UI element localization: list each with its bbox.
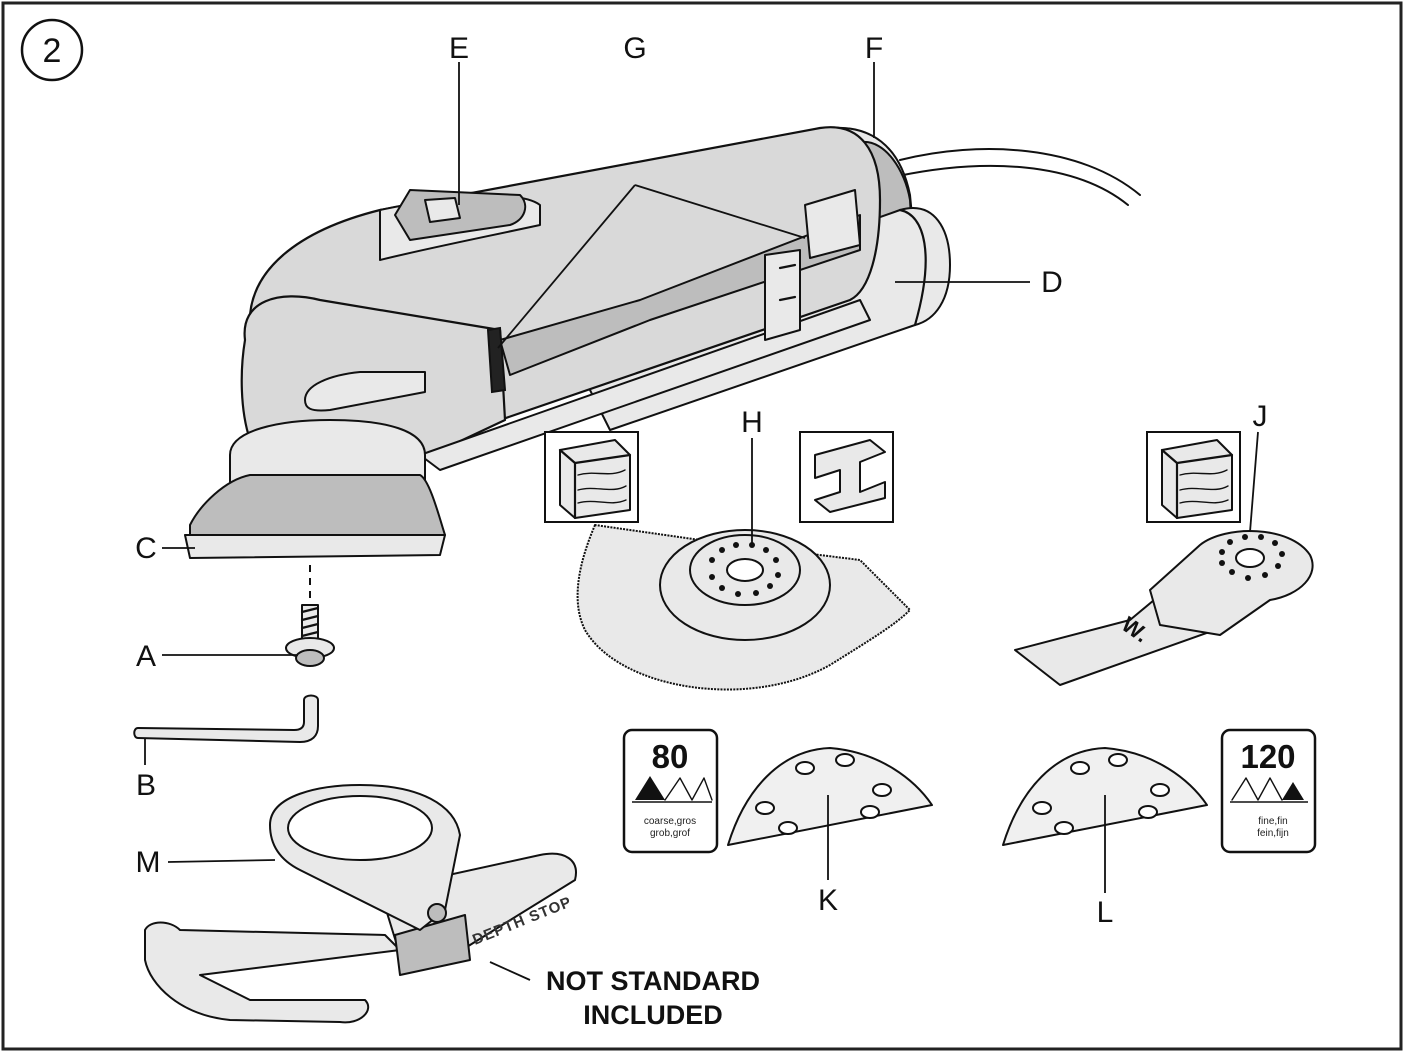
- label-f: F: [865, 32, 883, 65]
- segment-saw-blade-h-illustration: [576, 524, 911, 691]
- label-h: H: [741, 406, 763, 439]
- label-j: J: [1253, 400, 1268, 433]
- screw-a-illustration: [285, 604, 335, 667]
- not-standard-note-line1: NOT STANDARD: [546, 966, 760, 996]
- depth-stop-m-illustration: DEPTH STOP: [144, 784, 577, 1024]
- grit-coarse-number: 80: [652, 738, 689, 775]
- grit-label-coarse: 80 coarse,gros grob,grof: [622, 728, 719, 854]
- wood-material-icon: [544, 431, 639, 523]
- label-d: D: [1041, 266, 1063, 299]
- grit-coarse-text2: grob,grof: [650, 828, 690, 839]
- grit-fine-text1: fine,fin: [1258, 816, 1287, 827]
- hex-key-b-illustration: [133, 694, 319, 743]
- grit-fine-number: 120: [1240, 738, 1295, 775]
- not-standard-note-line2: INCLUDED: [583, 1000, 723, 1030]
- detail-sander-illustration: [184, 126, 1141, 559]
- grit-coarse-text1: coarse,gros: [644, 816, 696, 827]
- metal-material-icon: [799, 431, 894, 523]
- label-b: B: [136, 769, 156, 802]
- plunge-saw-blade-j-illustration: W.: [1014, 530, 1314, 686]
- grit-label-fine: 120 fine,fin fein,fijn: [1220, 728, 1317, 854]
- figure-number-badge: 2: [20, 18, 84, 82]
- label-l: L: [1097, 896, 1114, 929]
- figure-number: 2: [43, 32, 62, 70]
- label-e: E: [449, 32, 469, 65]
- label-c: C: [135, 532, 157, 565]
- label-k: K: [818, 884, 838, 917]
- wood-material-icon-j: [1146, 431, 1241, 523]
- sanding-sheet-k-illustration: [727, 747, 933, 846]
- leader-lines: [144, 62, 1259, 981]
- label-g: G: [623, 32, 646, 65]
- label-m: M: [136, 846, 161, 879]
- grit-fine-text2: fein,fijn: [1257, 828, 1289, 839]
- label-a: A: [136, 640, 156, 673]
